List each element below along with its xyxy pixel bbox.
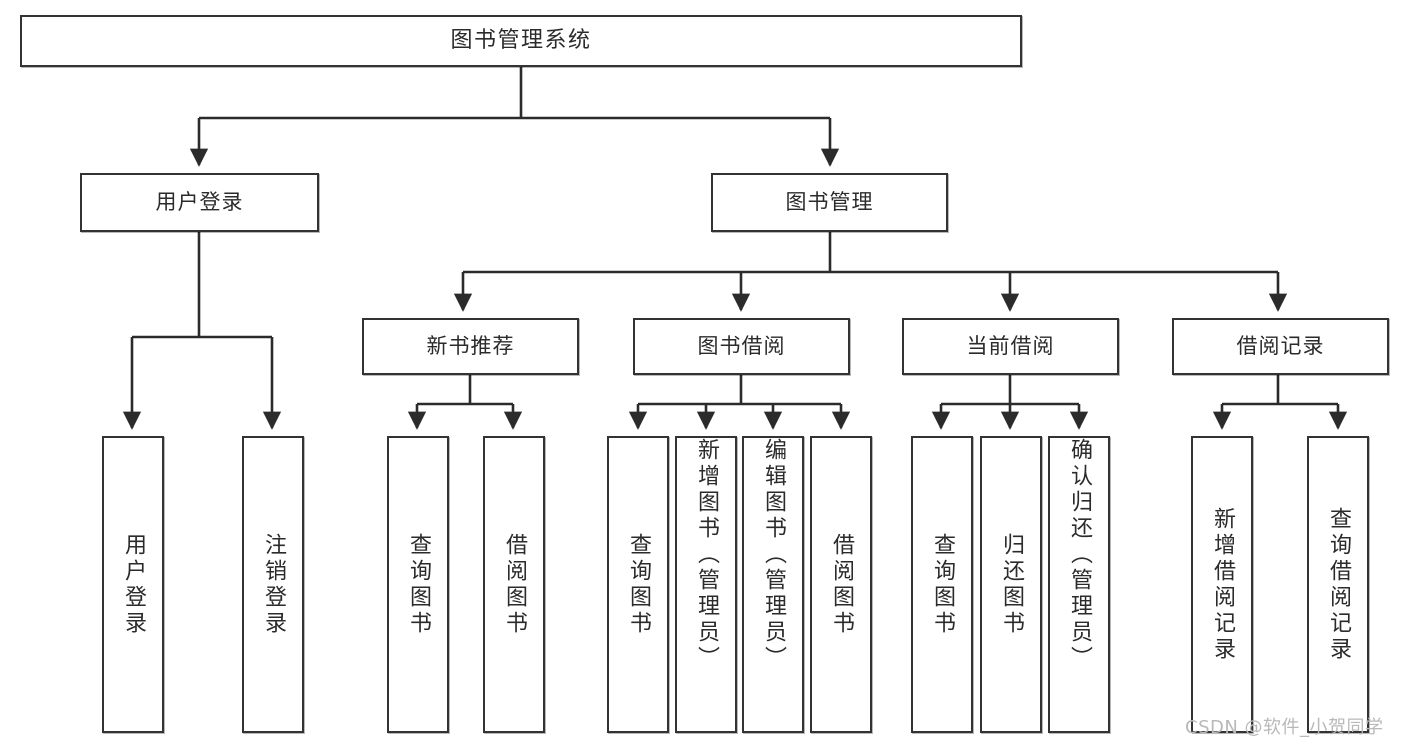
node-label: 图书管理 xyxy=(785,190,874,215)
node-leaf-query-book-recommend[interactable]: 查询图书 xyxy=(387,436,449,733)
node-label: 归还图书 xyxy=(999,532,1024,637)
node-label: 当前借阅 xyxy=(966,334,1055,359)
node-label: 借阅图书 xyxy=(829,532,854,637)
node-label: 编辑图书（管理员） xyxy=(761,438,786,672)
node-leaf-logout-login[interactable]: 注销登录 xyxy=(242,436,304,733)
node-leaf-user-login[interactable]: 用户登录 xyxy=(102,436,164,733)
node-current-borrow[interactable]: 当前借阅 xyxy=(902,318,1119,375)
node-leaf-confirm-return-admin[interactable]: 确认归还（管理员） xyxy=(1048,436,1110,733)
node-label: 借阅记录 xyxy=(1236,334,1325,359)
node-leaf-borrow-book[interactable]: 借阅图书 xyxy=(810,436,872,733)
node-label: 新增图书（管理员） xyxy=(694,438,719,672)
node-user-login[interactable]: 用户登录 xyxy=(80,173,319,232)
node-book-borrow[interactable]: 图书借阅 xyxy=(633,318,850,375)
node-leaf-return-book[interactable]: 归还图书 xyxy=(980,436,1042,733)
node-label: 借阅图书 xyxy=(502,532,527,637)
node-book-management[interactable]: 图书管理 xyxy=(711,173,948,232)
node-leaf-add-borrow-record[interactable]: 新增借阅记录 xyxy=(1191,436,1253,733)
node-leaf-edit-book-admin[interactable]: 编辑图书（管理员） xyxy=(742,436,804,733)
node-label: 新增借阅记录 xyxy=(1210,506,1235,663)
node-label: 新书推荐 xyxy=(426,334,515,359)
node-root-book-management-system[interactable]: 图书管理系统 xyxy=(20,15,1022,67)
node-label: 查询借阅记录 xyxy=(1326,506,1351,663)
node-leaf-add-book-admin[interactable]: 新增图书（管理员） xyxy=(675,436,737,733)
node-leaf-query-borrow-record[interactable]: 查询借阅记录 xyxy=(1307,436,1369,733)
node-label: 注销登录 xyxy=(261,532,286,637)
csdn-watermark: CSDN @软件_小贺同学 xyxy=(1185,717,1384,738)
node-new-book-recommendation[interactable]: 新书推荐 xyxy=(362,318,579,375)
node-label: 用户登录 xyxy=(121,532,146,637)
node-label: 用户登录 xyxy=(155,190,244,215)
node-label: 查询图书 xyxy=(930,532,955,637)
node-borrow-record[interactable]: 借阅记录 xyxy=(1172,318,1389,375)
node-leaf-borrow-book-recommend[interactable]: 借阅图书 xyxy=(483,436,545,733)
node-label: 查询图书 xyxy=(406,532,431,637)
node-label: 图书管理系统 xyxy=(450,28,592,54)
node-leaf-query-book-current[interactable]: 查询图书 xyxy=(911,436,973,733)
node-leaf-query-book-borrow[interactable]: 查询图书 xyxy=(607,436,669,733)
node-label: 确认归还（管理员） xyxy=(1067,438,1092,672)
node-label: 图书借阅 xyxy=(697,334,786,359)
node-label: 查询图书 xyxy=(626,532,651,637)
